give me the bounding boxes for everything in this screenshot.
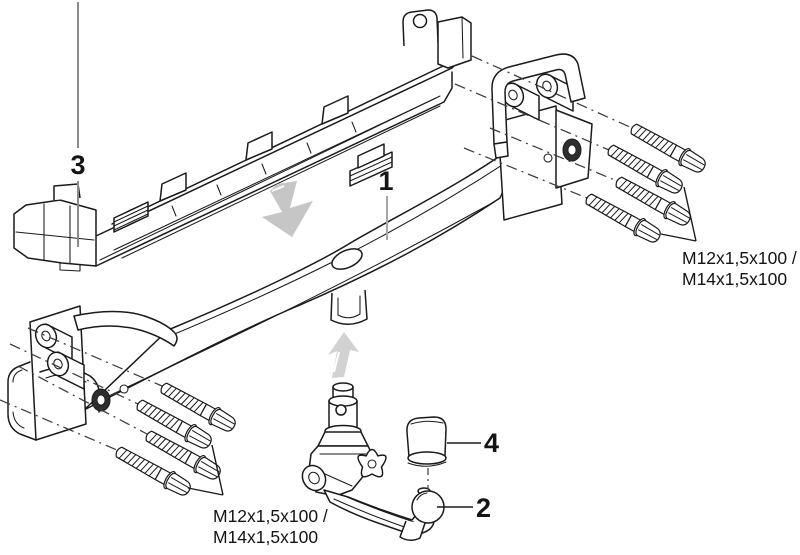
bolt-spec-right-line2: M14x1,5x100 [682,269,787,289]
ball-cap-part [406,416,447,467]
carrier-rib-ticks [171,121,357,217]
bolt-axis-lines-right [454,55,633,199]
callout-3: 3 [70,150,85,180]
bolts-right [581,119,710,247]
ball-neck-receiver [330,289,368,325]
up-arrow-icon [328,332,359,378]
bolt-spec-left-line1: M12x1,5x100 / [213,506,328,526]
carrier-mid-cluster [349,143,393,187]
crossbar-left-bracket [7,305,178,441]
crossbar-part [7,53,593,441]
right-bracket-strap [491,53,586,145]
bolt-spec-left-line2: M14x1,5x100 [213,527,318,547]
hand-wheel [357,448,387,478]
carrier-right-tab [402,9,472,69]
right-bolt-hole [543,153,553,163]
callout-2: 2 [476,493,491,523]
bumper-carrier-part [13,9,472,272]
ball-neck-lug [301,464,327,492]
crossbar-right-bracket [491,53,593,221]
carrier-left-end-block [13,183,97,272]
callout-1: 1 [378,166,393,196]
carrier-grooves [113,97,441,259]
carrier-rib-block [113,201,149,233]
carrier-clips [159,95,349,202]
bolt-spec-right-line1: M12x1,5x100 / [682,248,797,268]
ball-neck-part [301,382,445,541]
bolt-spec-right-pointer [660,186,697,242]
crossbar-oval-hole [331,248,363,270]
bolt-spec-left-pointer [187,444,224,496]
callout-4: 4 [484,428,499,458]
left-bracket-strap [73,310,178,347]
down-arrow-icon [262,181,313,237]
bolt-axis-lines-left [0,327,163,451]
left-bolt-hole [119,384,129,394]
crossbar-tube [83,135,529,411]
